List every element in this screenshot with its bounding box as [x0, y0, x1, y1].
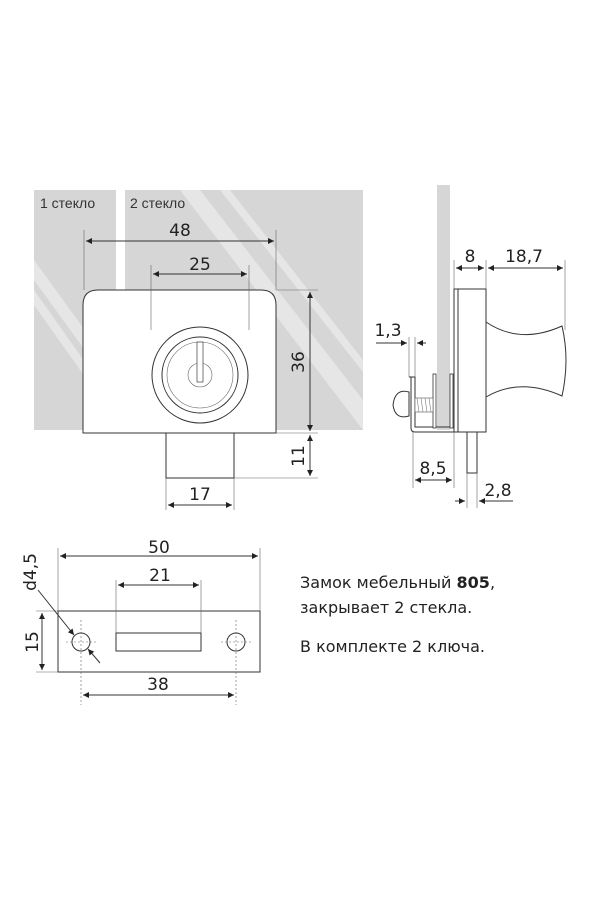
screw-head: [392, 390, 410, 418]
lock-side-view: [392, 185, 567, 474]
glass-label-2: 2 стекло: [130, 195, 185, 211]
dim-15: 15: [23, 631, 43, 653]
front-dimensions: [83, 230, 318, 510]
plate-dimensions: [36, 548, 261, 698]
dim-25: 25: [189, 255, 211, 275]
dim-50: 50: [148, 538, 170, 558]
dim-1-3: 1,3: [374, 321, 401, 341]
dim-36: 36: [289, 351, 309, 373]
description-line-1: Замок мебельный 805,: [300, 573, 495, 592]
dim-8-5: 8,5: [419, 459, 446, 479]
side-dimensions: [376, 260, 566, 508]
description-prefix: Замок мебельный: [300, 573, 457, 592]
dim-21: 21: [149, 566, 171, 586]
keyhole-icon: [196, 341, 204, 383]
description-line-3: В комплекте 2 ключа.: [300, 637, 485, 656]
dim-38: 38: [147, 675, 169, 695]
knob: [485, 321, 567, 398]
dim-17: 17: [189, 485, 211, 505]
glass-label-1: 1 стекло: [40, 195, 95, 211]
dim-11: 11: [289, 445, 309, 467]
description-line-2: закрывает 2 стекла.: [300, 598, 473, 617]
description-suffix: ,: [489, 573, 496, 592]
strike-plate: [57, 610, 261, 705]
model-number: 805: [456, 573, 490, 592]
dim-18-7: 18,7: [505, 247, 543, 267]
dim-d4-5: d4,5: [21, 553, 41, 591]
dim-8: 8: [465, 247, 476, 267]
dim-2-8: 2,8: [484, 481, 511, 501]
dim-48: 48: [169, 221, 191, 241]
lock-body-front: [82, 289, 277, 479]
